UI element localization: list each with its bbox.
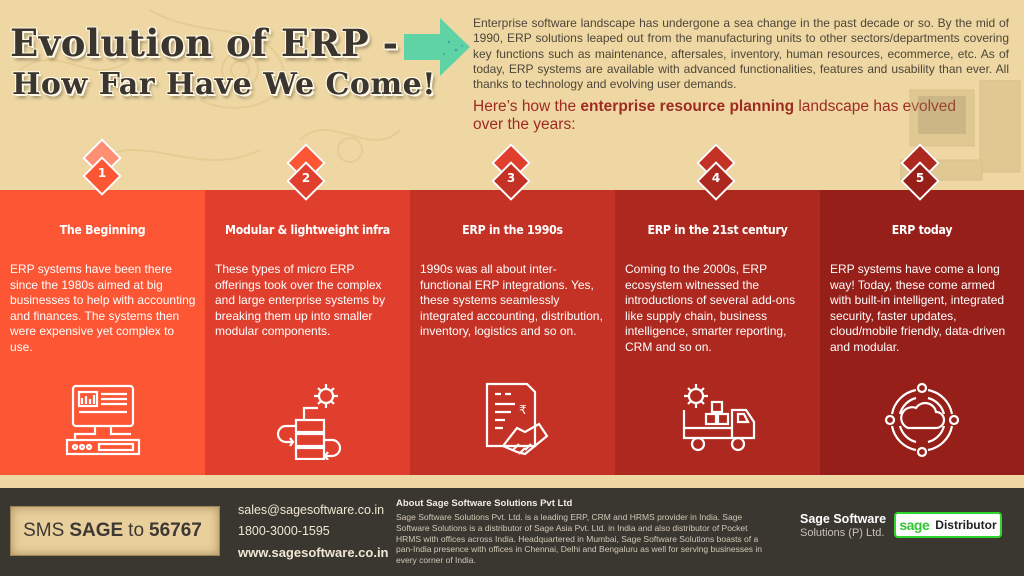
about-title: About Sage Software Solutions Pvt Ltd (396, 498, 573, 509)
lead-prefix: Here’s how the (473, 98, 581, 115)
vintage-computer-illustration (900, 80, 1021, 181)
svg-text:₹: ₹ (519, 403, 527, 417)
lead-bold: enterprise resource planning (580, 98, 795, 115)
step-number: 1 (97, 166, 107, 180)
step-badge-1: 1 (82, 138, 122, 200)
cloud-network-icon (884, 382, 960, 458)
company-line-1: Sage Software (800, 512, 887, 526)
title-line-1: Evolution of ERP - (10, 21, 399, 65)
email-link[interactable]: sales@sagesoftware.co.in (238, 503, 385, 517)
step-number: 2 (301, 171, 311, 185)
step-badge-2: 2 (286, 143, 326, 205)
background-decoration (0, 0, 1024, 190)
footer: SMS SAGE to 56767 sales@sagesoftware.co.… (0, 488, 1024, 576)
invoice-handshake-icon: ₹ (485, 382, 548, 456)
timeline-band: The Beginning ERP systems have been ther… (0, 190, 1024, 475)
intro-paragraph: Enterprise software landscape has underg… (473, 16, 1009, 92)
sms-mid: to (128, 520, 145, 541)
stage-panel-2: Modular & lightweight infra These types … (205, 190, 410, 475)
phone-number[interactable]: 1800-3000-1595 (238, 524, 330, 538)
about-body: Sage Software Solutions Pvt. Ltd. is a l… (396, 512, 763, 566)
step-number: 4 (711, 171, 721, 185)
step-badge-4: 4 (696, 143, 736, 205)
step-badge-5: 5 (900, 143, 940, 205)
lead-heading: Here’s how the enterprise resource plann… (473, 98, 973, 134)
stage-panel-4: ERP in the 21st century Coming to the 20… (615, 190, 820, 475)
modules-gear-icon (276, 384, 341, 460)
sms-prefix: SMS (23, 520, 65, 541)
stage-description: ERP systems have come a long way! Today,… (830, 262, 1006, 354)
stage-description: Coming to the 2000s, ERP ecosystem witne… (625, 262, 796, 354)
website-link[interactable]: www.sagesoftware.co.in (238, 545, 389, 560)
stage-panel-5: ERP today ERP systems have come a long w… (820, 190, 1024, 475)
sms-number: 56767 (149, 520, 202, 541)
sage-logo: sage (899, 517, 930, 533)
company-line-2: Solutions (P) Ltd. (800, 527, 885, 539)
stage-description: 1990s was all about inter-functional ERP… (420, 262, 603, 339)
sms-keyword: SAGE (69, 520, 124, 541)
step-number: 3 (506, 171, 516, 185)
stage-panel-3: ERP in the 1990s 1990s was all about int… (410, 190, 615, 475)
delivery-truck-gear-icon (682, 384, 755, 452)
page-title: Evolution of ERP - How Far Have We Come! (10, 20, 436, 104)
lead-suffix: landscape has evolved over the years: (473, 98, 957, 133)
stage-panel-1: The Beginning ERP systems have been ther… (0, 190, 205, 475)
step-badge-3: 3 (491, 143, 531, 205)
stage-description: ERP systems have been there since the 19… (10, 262, 196, 354)
sage-distributor-badge: sage Distributor (894, 512, 1002, 538)
distributor-label: Distributor (935, 518, 997, 532)
stage-title: The Beginning (59, 222, 146, 237)
stage-description: These types of micro ERP offerings took … (215, 262, 386, 339)
title-line-2: How Far Have We Come! (12, 67, 436, 102)
stage-title: Modular & lightweight infra (225, 222, 390, 237)
computer-chart-icon (65, 384, 140, 456)
stage-title: ERP today (891, 222, 953, 237)
stage-title: ERP in the 21st century (647, 222, 788, 237)
contact-info: sales@sagesoftware.co.in 1800-3000-1595 … (238, 500, 389, 563)
company-name: Sage Software Solutions (P) Ltd. (800, 512, 886, 539)
arrow-right-icon (404, 18, 470, 76)
step-number: 5 (915, 171, 925, 185)
about-section: About Sage Software Solutions Pvt Ltd Sa… (396, 498, 766, 566)
sms-callout: SMS SAGE to 56767 (10, 506, 220, 556)
stage-title: ERP in the 1990s (462, 222, 563, 237)
